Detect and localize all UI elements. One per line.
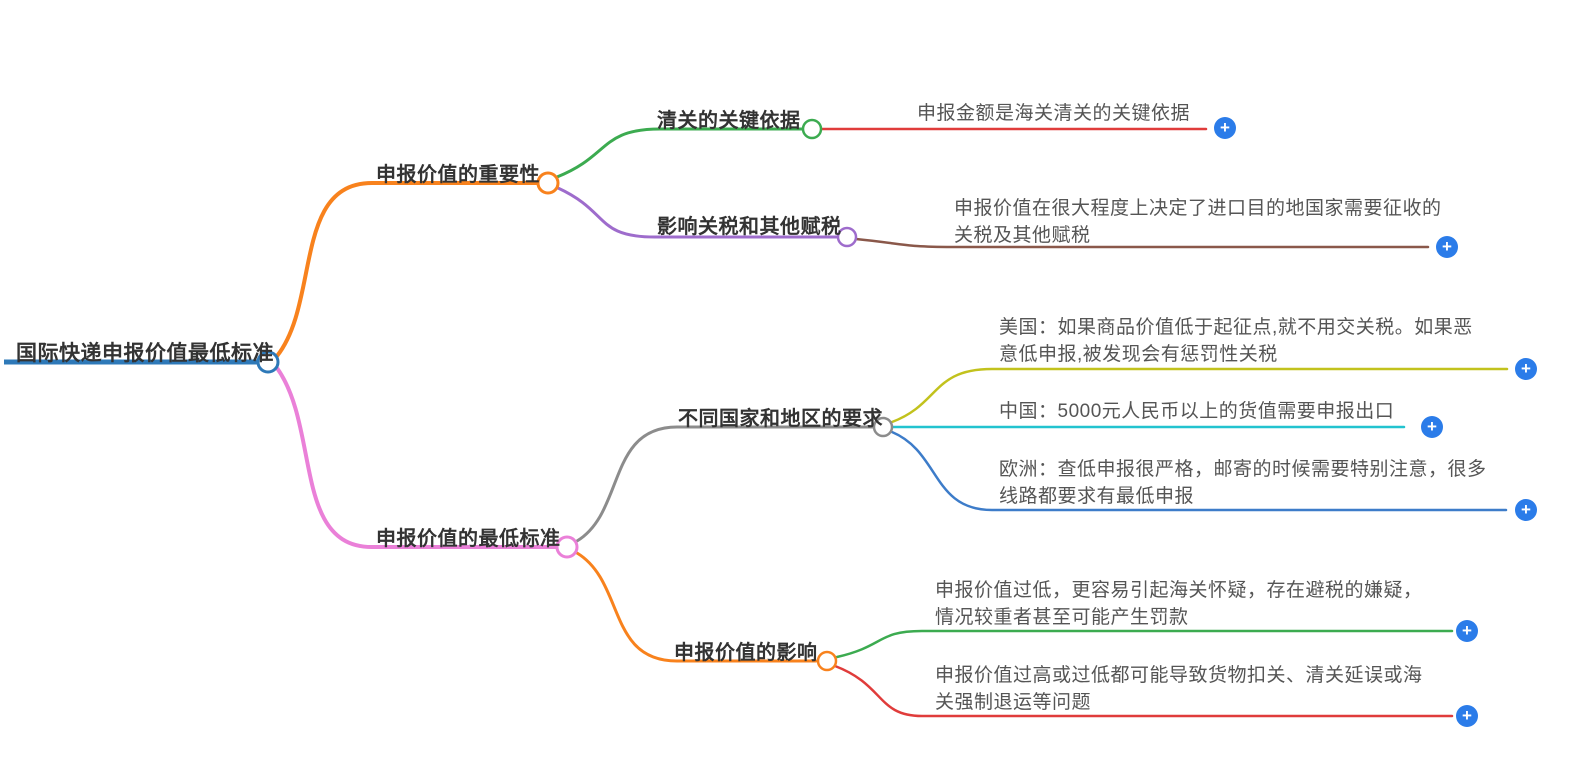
minimum-standard-node-handle[interactable] <box>555 535 579 559</box>
add-child-button-too-high-low[interactable]: + <box>1456 705 1478 727</box>
branch-node-label-minimum-standard[interactable]: 申报价值的最低标准 <box>376 528 561 550</box>
leaf-node-text-tariff-detail[interactable]: 申报价值在很大程度上决定了进口目的地国家需要征收的 关税及其他赋税 <box>954 198 1442 246</box>
root-node-label[interactable]: 国际快递申报价值最低标准 <box>16 342 274 365</box>
add-child-button-china[interactable]: + <box>1421 416 1443 438</box>
add-child-button-tariff-detail[interactable]: + <box>1436 236 1458 258</box>
root-node-handle[interactable] <box>256 350 280 374</box>
subtopic-node-label-clearance-basis[interactable]: 清关的关键依据 <box>657 110 801 132</box>
plus-icon: + <box>1462 620 1472 640</box>
connector-too-low <box>835 629 1454 659</box>
connector-tariff-influence <box>556 186 839 239</box>
leaf-node-text-china[interactable]: 中国：5000元人民币以上的货值需要申报出口 <box>999 401 1395 422</box>
subtopic-node-label-countries[interactable]: 不同国家和地区的要求 <box>678 408 883 430</box>
connector-countries <box>575 425 875 543</box>
connector-importance <box>275 181 539 358</box>
tariff-influence-node-handle[interactable] <box>836 226 858 248</box>
clearance-basis-node-handle[interactable] <box>801 118 823 140</box>
add-child-button-usa[interactable]: + <box>1515 358 1537 380</box>
branch-node-label-importance[interactable]: 申报价值的重要性 <box>376 164 540 186</box>
plus-icon: + <box>1521 358 1531 378</box>
connector-tariff-detail <box>854 237 1430 249</box>
plus-icon: + <box>1220 117 1230 137</box>
importance-node-handle[interactable] <box>536 171 560 195</box>
plus-icon: + <box>1427 416 1437 436</box>
connector-impact <box>575 551 818 663</box>
impact-node-handle[interactable] <box>816 650 838 672</box>
subtopic-node-label-impact[interactable]: 申报价值的影响 <box>674 642 818 664</box>
plus-icon: + <box>1442 236 1452 256</box>
connector-usa <box>890 367 1509 424</box>
leaf-node-text-declared-amount[interactable]: 申报金额是海关清关的关键依据 <box>917 103 1191 124</box>
leaf-node-text-usa[interactable]: 美国：如果商品价值低于起征点,就不用交关税。如果恶 意低申报,被发现会有惩罚性关… <box>999 317 1473 365</box>
add-child-button-europe[interactable]: + <box>1515 499 1537 521</box>
subtopic-node-label-tariff-influence[interactable]: 影响关税和其他赋税 <box>657 216 842 238</box>
countries-node-handle[interactable] <box>872 416 894 438</box>
plus-icon: + <box>1462 705 1472 725</box>
connector-minimum-standard <box>275 366 558 549</box>
connector-too-high-low <box>833 664 1454 718</box>
connector-clearance-basis <box>555 127 804 179</box>
add-child-button-declared-amount[interactable]: + <box>1214 117 1236 139</box>
leaf-node-text-europe[interactable]: 欧洲：查低申报很严格，邮寄的时候需要特别注意，很多 线路都要求有最低申报 <box>999 459 1487 507</box>
leaf-node-text-too-low[interactable]: 申报价值过低，更容易引起海关怀疑，存在避税的嫌疑， 情况较重者甚至可能产生罚款 <box>935 580 1423 628</box>
plus-icon: + <box>1521 499 1531 519</box>
leaf-node-text-too-high-low[interactable]: 申报价值过高或过低都可能导致货物扣关、清关延误或海 关强制退运等问题 <box>935 665 1423 713</box>
connector-europe <box>890 430 1508 512</box>
add-child-button-too-low[interactable]: + <box>1456 620 1478 642</box>
